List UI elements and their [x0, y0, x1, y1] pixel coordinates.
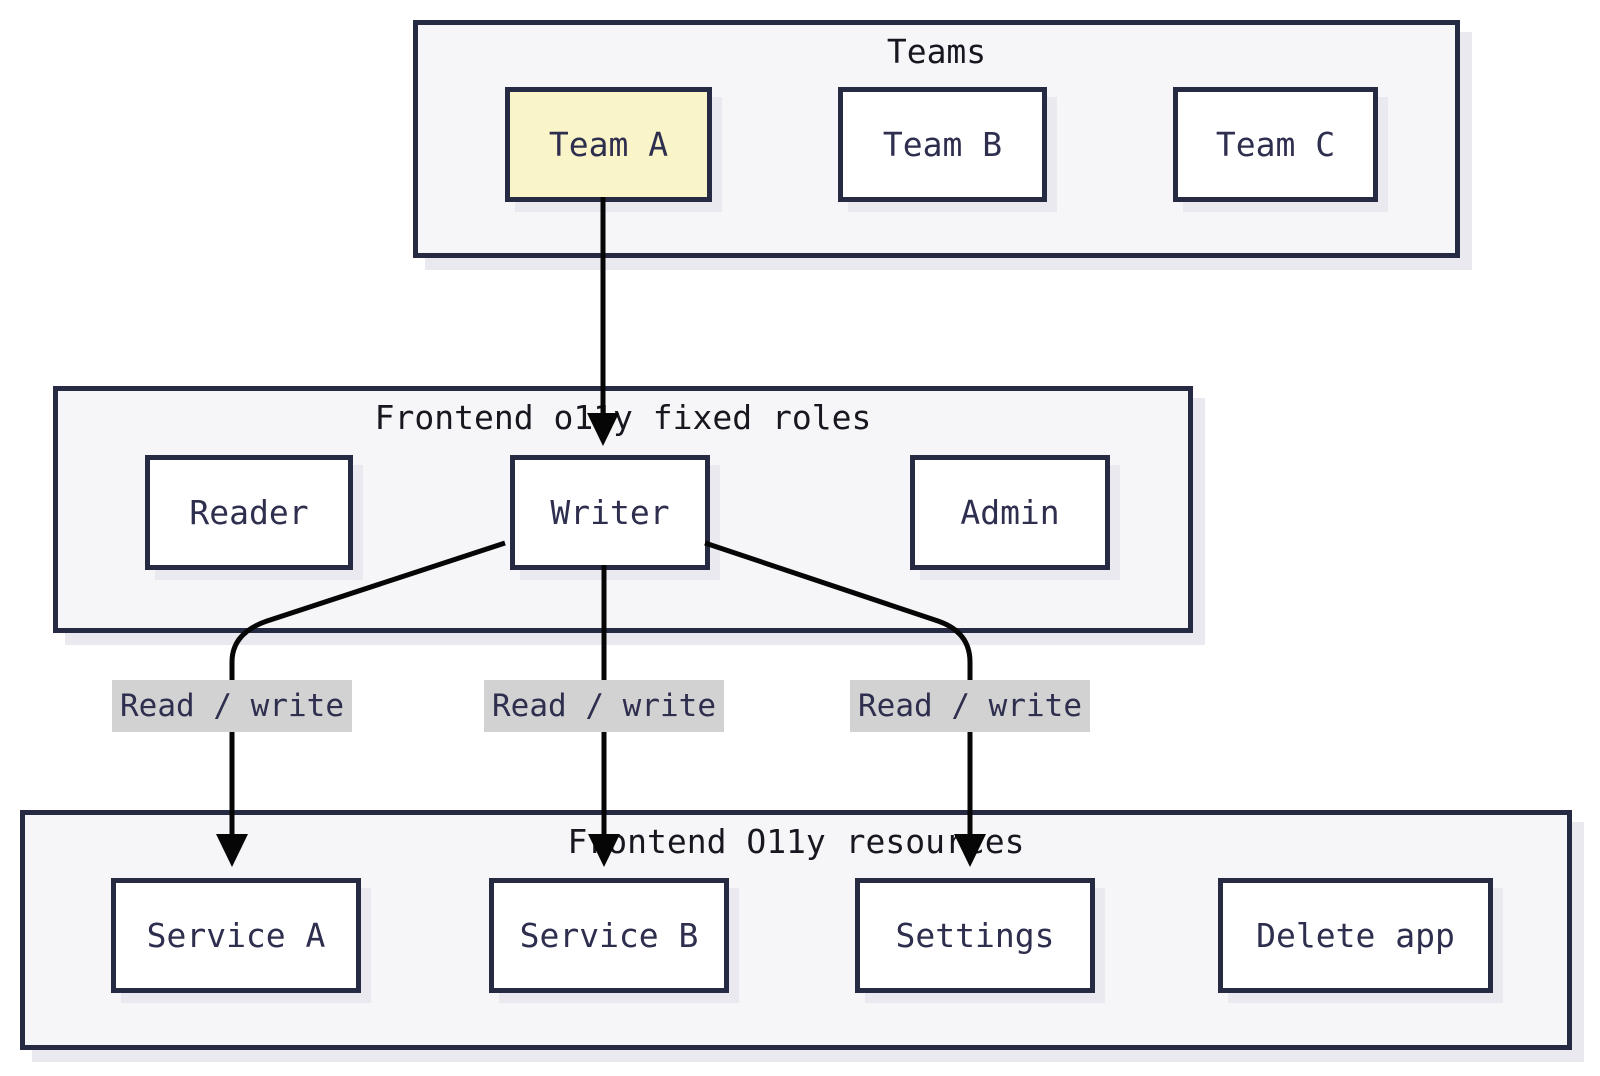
group-fixed-roles: Frontend o11y fixed roles Reader Writer …: [53, 386, 1193, 633]
edge-label-read-write-settings: Read / write: [850, 680, 1090, 732]
node-settings: Settings: [855, 878, 1095, 993]
edge-label-read-write-service-b: Read / write: [484, 680, 724, 732]
group-resources-title: Frontend O11y resources: [567, 822, 1025, 861]
node-team-c: Team C: [1173, 87, 1378, 202]
group-resources: Frontend O11y resources Service A Servic…: [20, 810, 1572, 1050]
node-delete-app: Delete app: [1218, 878, 1493, 993]
node-team-b: Team B: [838, 87, 1047, 202]
node-service-b: Service B: [489, 878, 729, 993]
node-reader: Reader: [145, 455, 353, 570]
edge-label-read-write-service-a: Read / write: [112, 680, 352, 732]
group-teams: Teams Team A Team B Team C: [413, 20, 1460, 258]
node-service-a: Service A: [111, 878, 361, 993]
node-admin: Admin: [910, 455, 1110, 570]
group-fixed-roles-title: Frontend o11y fixed roles: [374, 398, 872, 437]
node-team-a: Team A: [505, 87, 712, 202]
group-teams-title: Teams: [886, 32, 987, 71]
node-writer: Writer: [510, 455, 710, 570]
